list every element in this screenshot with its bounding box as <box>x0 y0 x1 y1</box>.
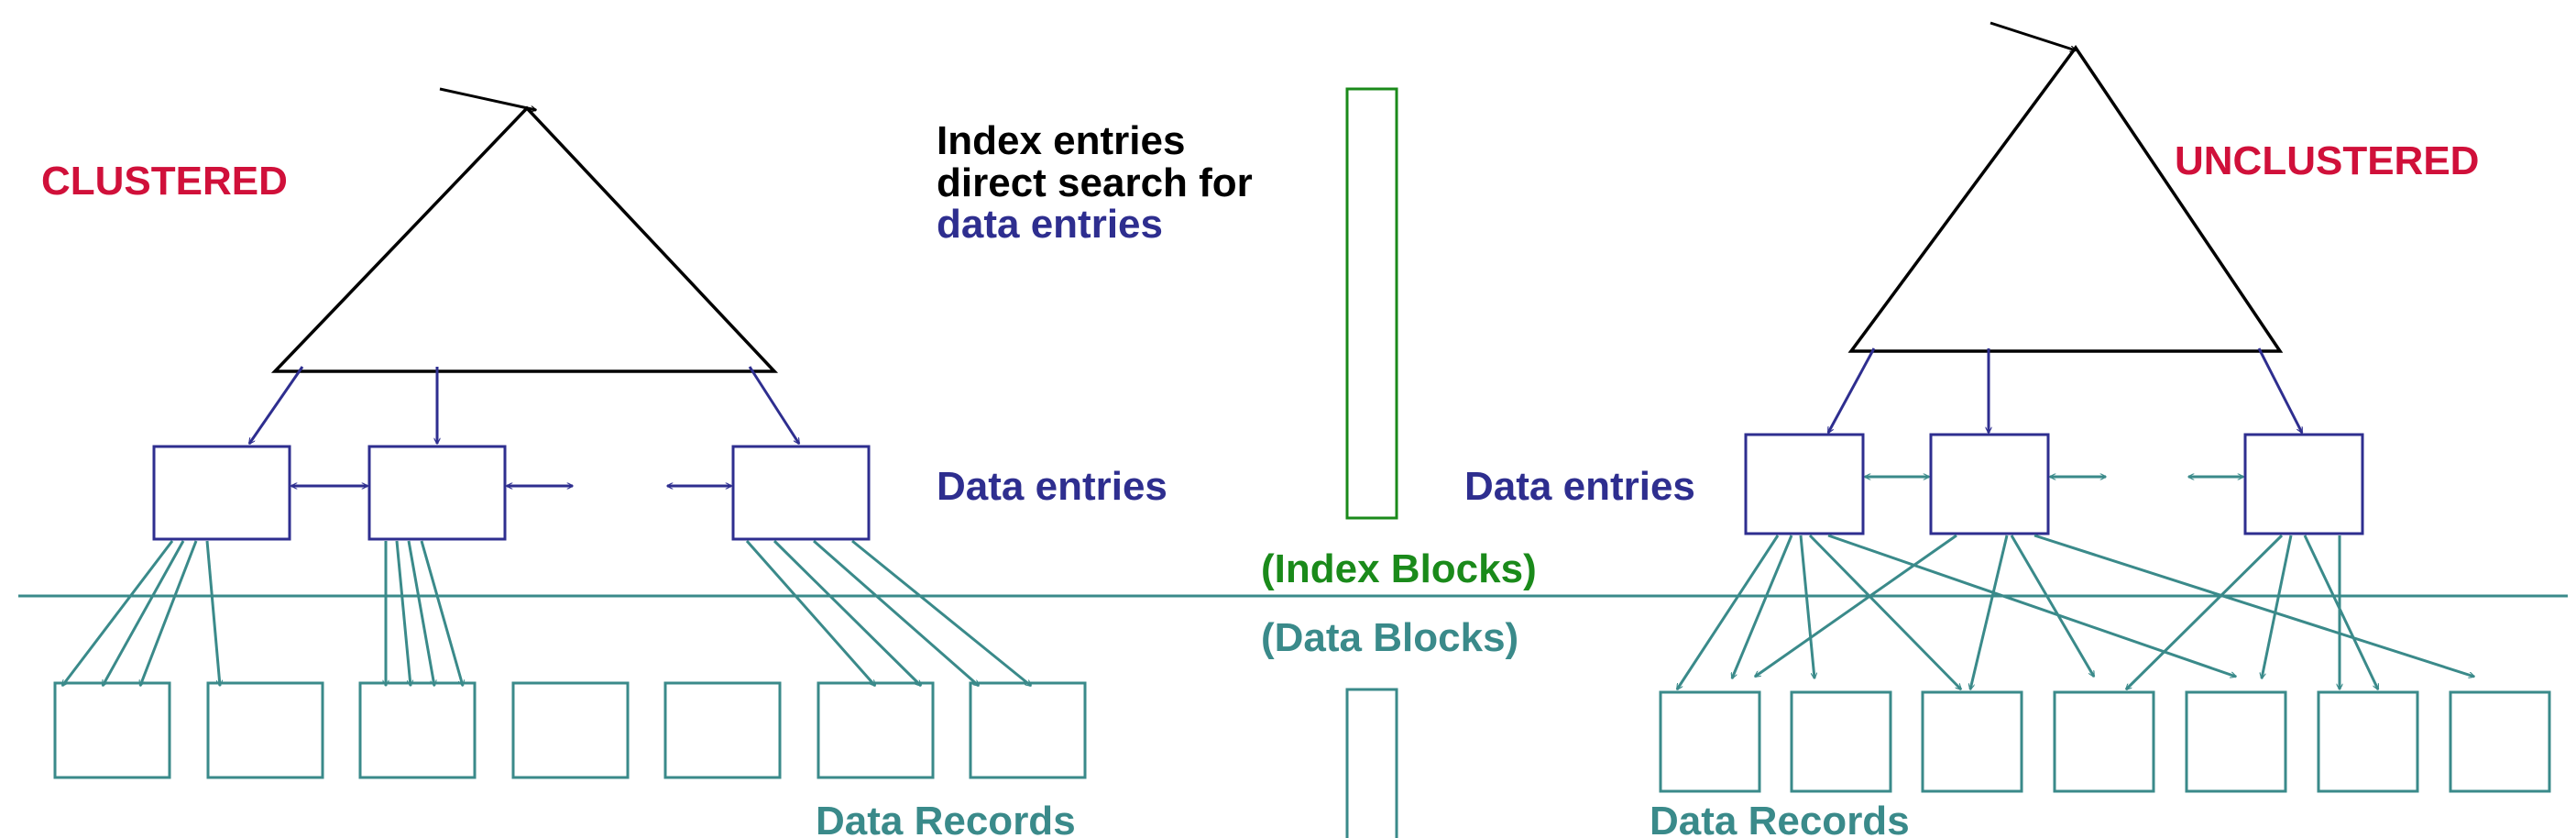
clustered-index <box>53 87 1087 779</box>
unclustered-tree-pointer-3 <box>2257 347 2304 433</box>
data-records-label-left: Data Records <box>816 799 1076 838</box>
data-entries-label-left: Data entries <box>937 464 1167 509</box>
clustered-record-pointer <box>140 540 198 686</box>
clustered-data-record-box-3 <box>358 681 477 779</box>
index-entries-caption-line3: data entries <box>937 202 1163 247</box>
clustered-root-pointer <box>439 87 536 110</box>
unclustered-record-pointer <box>1970 535 2009 689</box>
clustered-tree-pointer-1 <box>247 366 304 444</box>
unclustered-record-pointer <box>1799 535 1814 678</box>
clustered-record-pointer <box>773 539 921 686</box>
unclustered-index <box>1659 21 2551 793</box>
index-blocks-label: (Index Blocks) <box>1261 546 1537 591</box>
clustered-data-record-box-4 <box>511 681 630 779</box>
clustered-data-entry-box-1 <box>152 445 291 541</box>
unclustered-record-pointer <box>1827 534 2236 677</box>
unclustered-record-pointer <box>2262 535 2293 678</box>
unclustered-data-record-box-7 <box>2449 690 2551 793</box>
clustered-record-pointer <box>745 540 875 686</box>
unclustered-tree-pointer-1 <box>1826 347 1876 433</box>
clustered-data-record-box-5 <box>663 681 782 779</box>
unclustered-record-pointer <box>1730 535 1793 678</box>
unclustered-label: UNCLUSTERED <box>2175 138 2479 183</box>
clustered-data-record-box-1 <box>53 681 171 779</box>
clustered-record-pointer <box>101 540 185 686</box>
clustered-record-pointer <box>60 540 174 686</box>
unclustered-data-record-box-1 <box>1659 690 1761 793</box>
unclustered-root-pointer <box>1990 21 2076 50</box>
unclustered-data-record-box-3 <box>1921 690 2023 793</box>
unclustered-data-entry-box-3 <box>2243 433 2364 535</box>
clustered-record-pointer <box>813 539 979 686</box>
index-block-bar <box>1345 87 1398 520</box>
unclustered-record-pointer <box>2010 535 2096 677</box>
clustered-record-pointer <box>395 540 411 686</box>
clustered-label: CLUSTERED <box>41 159 288 204</box>
unclustered-data-record-box-2 <box>1790 690 1892 793</box>
unclustered-record-pointer <box>1808 534 1961 689</box>
clustered-index-tree <box>270 105 779 373</box>
clustered-record-pointer <box>420 540 463 686</box>
unclustered-record-pointer <box>1675 535 1780 689</box>
index-entries-caption-line1: Index entries <box>937 118 1185 163</box>
unclustered-record-pointer <box>2303 535 2380 689</box>
unclustered-data-entry-box-1 <box>1744 433 1865 535</box>
index-entries-caption-line2: direct search for <box>937 160 1253 205</box>
data-blocks-label: (Data Blocks) <box>1261 615 1518 660</box>
data-records-label-right: Data Records <box>1650 799 1910 838</box>
clustered-tree-pointer-3 <box>748 366 801 444</box>
clustered-data-entry-box-2 <box>367 445 507 541</box>
clustered-record-pointer <box>851 539 1031 686</box>
clustered-record-pointer <box>407 540 434 686</box>
unclustered-index-tree <box>1847 44 2284 353</box>
unclustered-record-pointer <box>1755 534 1957 678</box>
clustered-data-record-box-7 <box>969 681 1087 779</box>
unclustered-data-entry-box-2 <box>1929 433 2050 535</box>
unclustered-data-record-box-5 <box>2185 690 2287 793</box>
data-block-bar <box>1345 688 1398 838</box>
clustered-data-entry-box-3 <box>731 445 871 541</box>
clustered-record-pointer <box>205 540 220 686</box>
clustered-data-record-box-2 <box>206 681 324 779</box>
clustered-data-record-box-6 <box>817 681 935 779</box>
unclustered-record-pointer <box>2126 534 2284 689</box>
unclustered-data-record-box-6 <box>2317 690 2419 793</box>
data-entries-label-right: Data entries <box>1464 464 1695 509</box>
unclustered-data-record-box-4 <box>2053 690 2155 793</box>
unclustered-record-pointer <box>2033 534 2474 677</box>
